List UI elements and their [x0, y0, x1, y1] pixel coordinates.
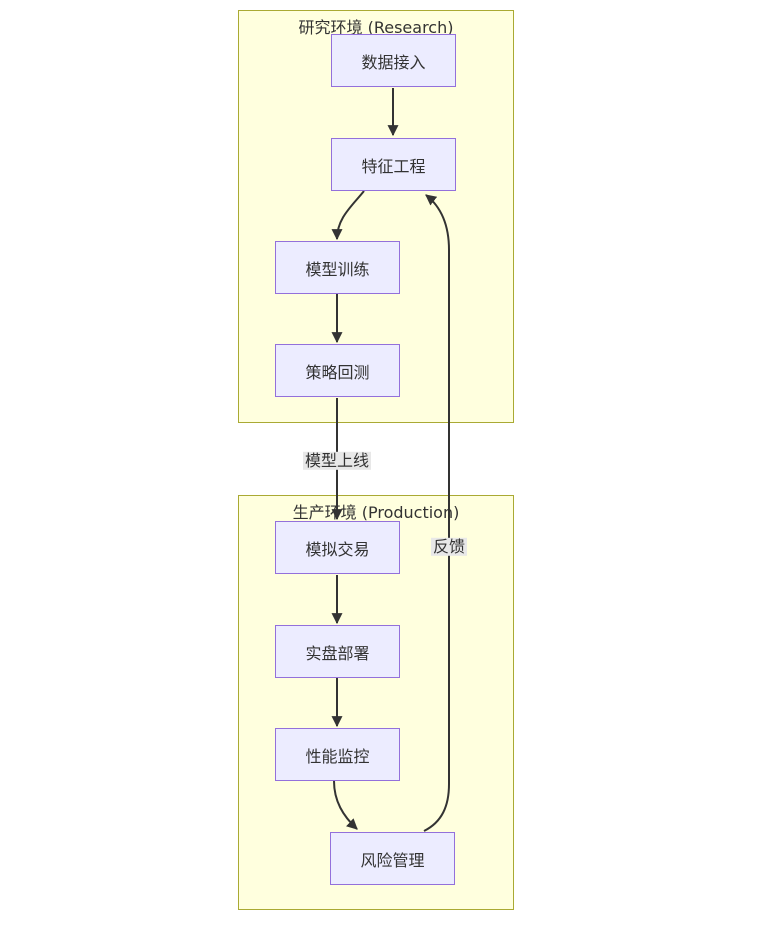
- node-model-training: 模型训练: [275, 241, 400, 294]
- node-strategy-backtest-label: 策略回测: [305, 362, 370, 382]
- node-risk-management: 风险管理: [330, 832, 455, 885]
- node-feature-engineering: 特征工程: [331, 138, 456, 191]
- node-strategy-backtest: 策略回测: [275, 344, 400, 397]
- cluster-research-title: 研究环境 (Research): [298, 18, 454, 37]
- node-paper-trading: 模拟交易: [275, 521, 400, 574]
- node-live-deployment: 实盘部署: [275, 625, 400, 678]
- edge-label-model-launch: 模型上线: [302, 450, 372, 471]
- node-paper-trading-label: 模拟交易: [305, 539, 370, 559]
- cluster-production-title: 生产环境 (Production): [292, 503, 460, 522]
- node-risk-management-label: 风险管理: [360, 850, 425, 870]
- node-live-deployment-label: 实盘部署: [305, 643, 370, 663]
- edge-label-feedback: 反馈: [430, 536, 468, 557]
- node-performance-monitoring: 性能监控: [275, 728, 400, 781]
- node-performance-monitoring-label: 性能监控: [305, 746, 370, 766]
- node-data-ingestion: 数据接入: [331, 34, 456, 87]
- node-feature-engineering-label: 特征工程: [361, 156, 426, 176]
- node-model-training-label: 模型训练: [305, 259, 370, 279]
- node-data-ingestion-label: 数据接入: [361, 52, 426, 72]
